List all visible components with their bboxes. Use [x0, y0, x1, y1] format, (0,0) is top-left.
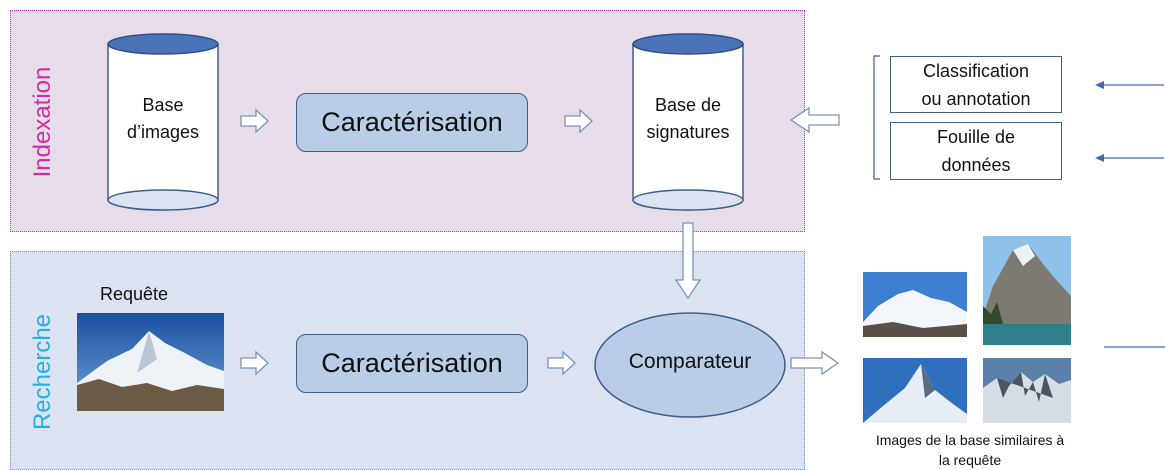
image-database-label: Base d’images [126, 95, 200, 142]
query-label: Requête [100, 284, 169, 304]
query-image [77, 313, 224, 411]
result-image-1 [863, 272, 967, 337]
arrow-left-icon [1095, 81, 1164, 89]
image-database-cylinder [107, 33, 219, 211]
indexation-label: Indexation [29, 66, 56, 178]
comparator-ellipse [594, 312, 786, 418]
arrow-left-icon [1095, 154, 1164, 162]
arrow-right-icon [564, 108, 593, 134]
bracket [873, 55, 880, 180]
result-image-3 [863, 358, 967, 423]
arrow-right-icon [240, 108, 269, 134]
arrow-right-icon [240, 350, 269, 376]
connector-line [1104, 346, 1165, 348]
arrow-down-icon [674, 222, 702, 300]
result-image-4 [983, 358, 1071, 423]
comparator-label: Comparateur [628, 350, 752, 373]
signature-database-cylinder [632, 33, 744, 211]
results-caption: Images de la base similaires à la requêt… [875, 432, 1065, 468]
arrow-left-icon [789, 106, 840, 134]
arrow-right-icon [790, 350, 840, 376]
signature-database-label: Base de signatures [646, 95, 730, 142]
indexation-characterisation-box: Caractérisation [296, 93, 528, 152]
classification-box: Classification ou annotation [890, 56, 1062, 113]
search-characterisation-box: Caractérisation [296, 334, 528, 393]
data-mining-box: Fouille de données [890, 122, 1062, 180]
arrow-right-icon [547, 350, 576, 376]
recherche-label: Recherche [29, 313, 56, 431]
result-image-2 [983, 236, 1071, 345]
